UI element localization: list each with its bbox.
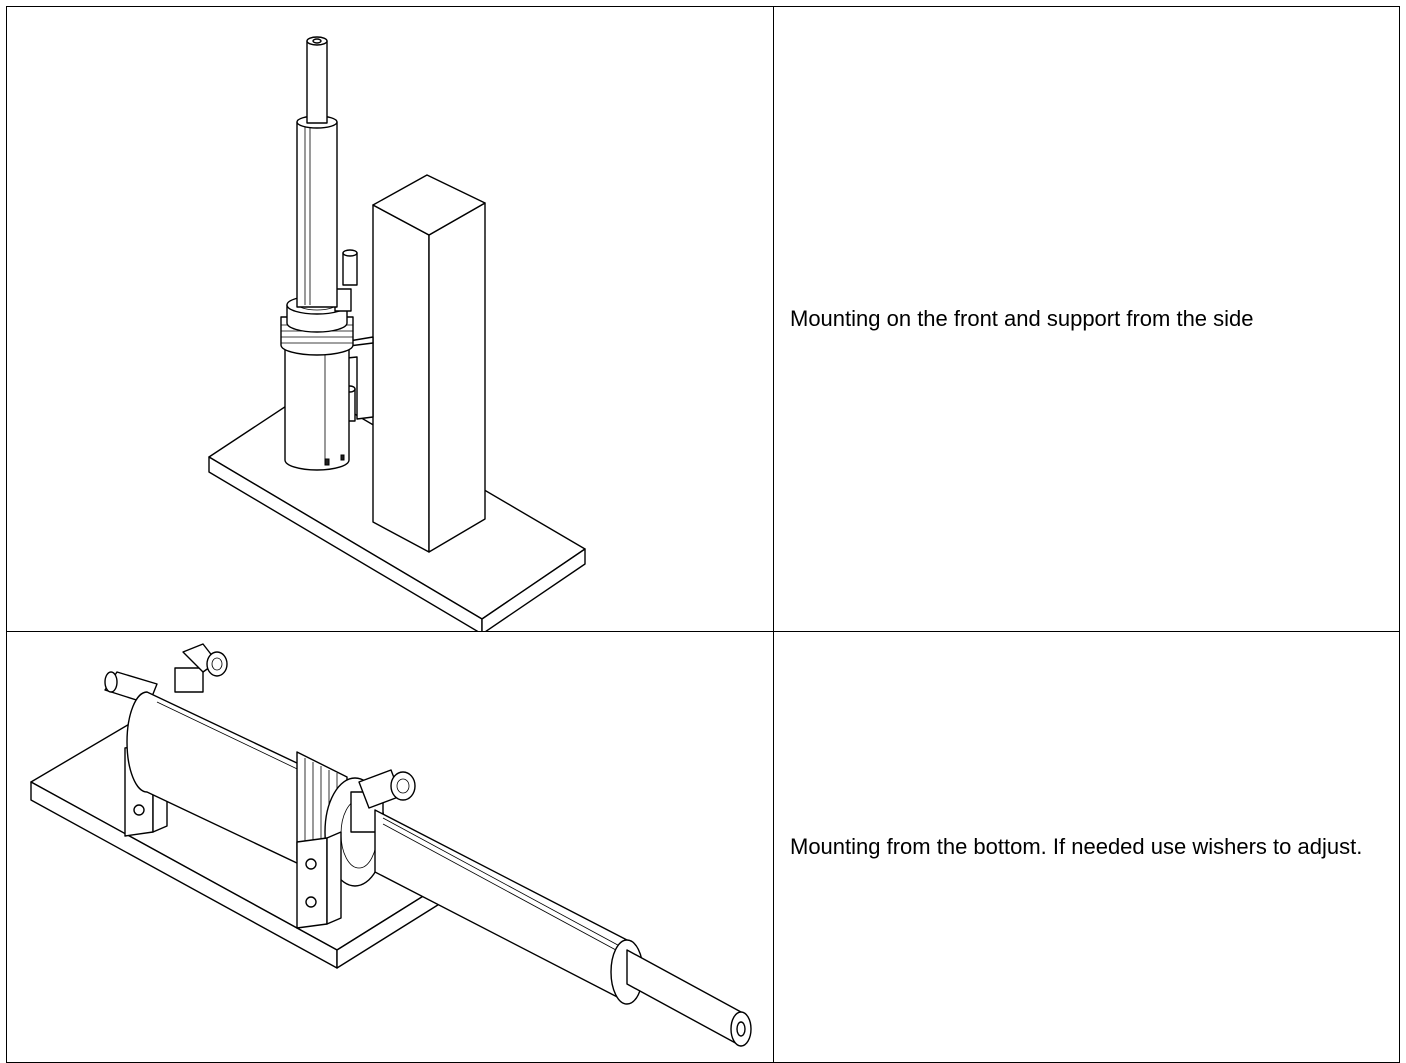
table-row: Mounting on the front and support from t… [6,6,1400,632]
horizontal-cylinder-mount-drawing-icon [30,643,752,1047]
mounting-description: Mounting on the front and support from t… [790,306,1254,331]
vertical-cylinder-mount-drawing-icon [208,36,586,631]
figure-cell [6,631,774,1063]
mounting-description: Mounting from the bottom. If needed use … [790,834,1363,859]
figure-cell [6,6,774,632]
table-row: Mounting from the bottom. If needed use … [6,631,1400,1063]
mounting-instructions-table: Mounting on the front and support from t… [6,6,1400,1063]
description-cell: Mounting from the bottom. If needed use … [773,631,1400,1063]
description-cell: Mounting on the front and support from t… [773,6,1400,632]
